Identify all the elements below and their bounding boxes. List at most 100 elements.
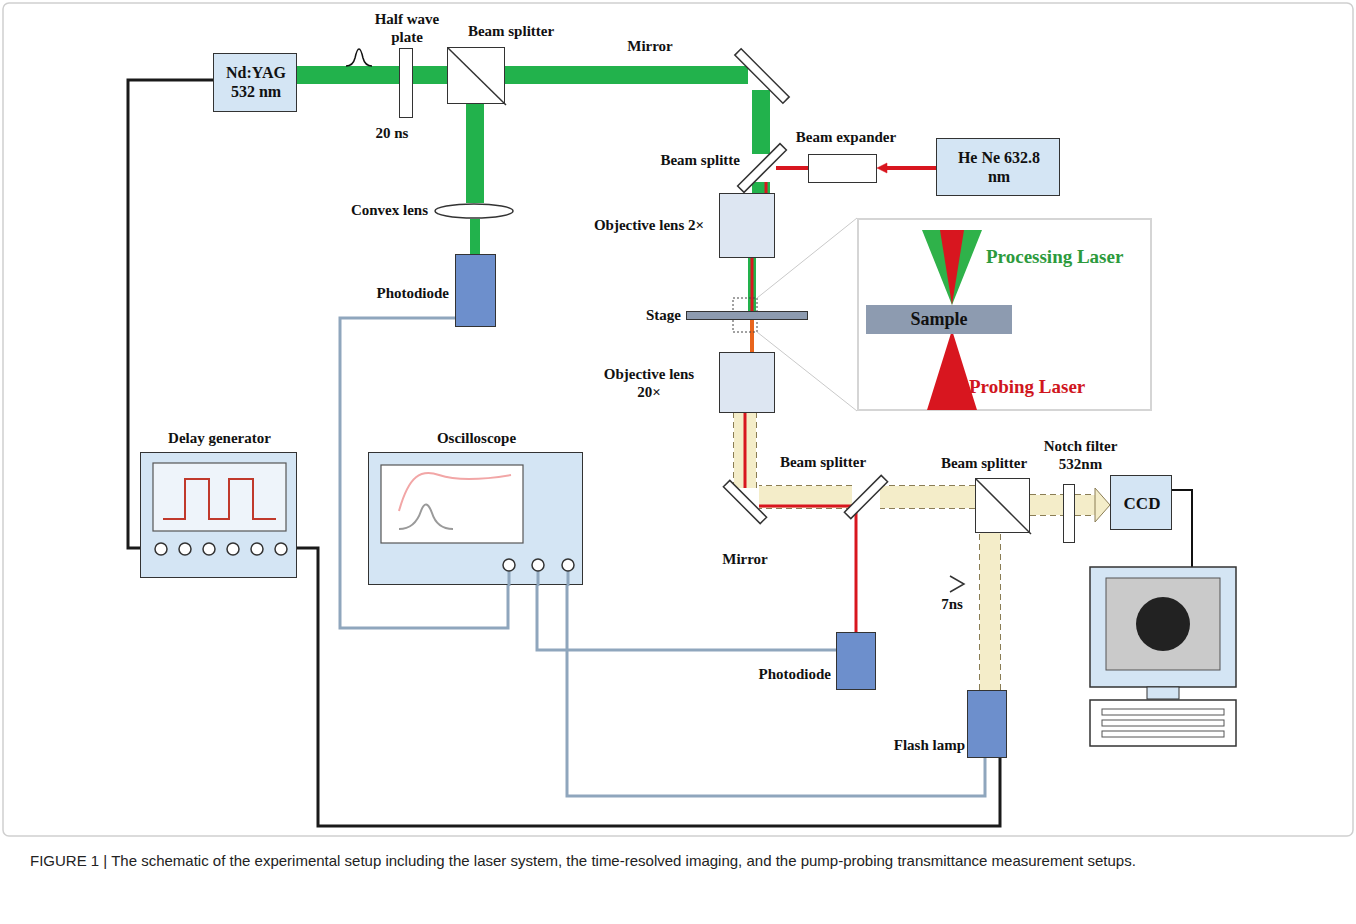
laser-beam — [413, 75, 447, 76]
beam-outline — [733, 413, 757, 488]
figure-caption: FIGURE 1 | The schematic of the experime… — [30, 850, 1326, 871]
component-label: Beam splitter — [768, 454, 878, 472]
device-port — [251, 543, 263, 555]
arrow-head — [1095, 488, 1110, 522]
optic-plate — [738, 144, 787, 193]
square-wave — [163, 479, 276, 519]
device-port — [275, 543, 287, 555]
laser-beam — [761, 90, 762, 154]
component-label: Beam expander — [776, 129, 916, 147]
component-label: Beam splitter — [929, 455, 1039, 473]
beam-path — [505, 66, 748, 84]
laser-beam — [856, 511, 857, 632]
laser-box: He Ne 632.8 nm — [936, 138, 1060, 196]
arrow-heads — [877, 163, 887, 173]
ccd-camera: CCD — [1110, 475, 1172, 530]
optic-plate — [844, 475, 887, 518]
keyboard-keys — [1102, 720, 1224, 726]
shape-outline — [748, 62, 776, 90]
port-lead — [508, 571, 511, 586]
photodiode: Photodiode — [836, 632, 876, 690]
beam-path — [297, 548, 1000, 826]
beam-path — [1075, 495, 1095, 515]
component-label: Oscilloscope — [369, 430, 584, 448]
shape-outline — [852, 483, 880, 511]
pulse-duration: 20 ns — [362, 125, 422, 143]
splitter-diagonal — [976, 479, 1031, 534]
beam-splitter-cube: Beam splitter — [447, 47, 505, 104]
camera-cable — [1172, 490, 1192, 567]
node-text: He Ne 632.8 nm — [954, 149, 1044, 186]
beam-path — [776, 166, 808, 170]
laser-beam — [745, 413, 746, 488]
shape-outline — [369, 453, 582, 584]
component-label: Flash lamp — [871, 737, 965, 755]
node-text: Nd:YAG 532 nm — [216, 64, 296, 101]
beam-path — [765, 182, 768, 193]
keyboard-keys — [1102, 709, 1224, 715]
laser-beam — [759, 506, 852, 507]
beam-splitter-cube: Beam splitter — [975, 478, 1030, 533]
pulse-duration: 7ns — [932, 596, 972, 614]
component-label: Convex lens — [320, 202, 428, 220]
keyboard — [1090, 700, 1236, 746]
beam-outline — [979, 533, 1001, 690]
beam-path — [880, 486, 975, 508]
component-label: Stage — [621, 307, 681, 325]
signal-wire — [297, 548, 1000, 826]
stage: Stage — [686, 311, 808, 320]
component-label: Probing Laser — [969, 376, 1139, 398]
device-port — [562, 559, 574, 571]
optic-plate — [735, 49, 789, 103]
laser-beam — [877, 163, 936, 173]
oscilloscope: Oscilloscope — [368, 452, 583, 585]
probing-beam-cone — [927, 330, 977, 410]
shape-outline — [141, 453, 296, 577]
pulse-symbol — [346, 49, 372, 66]
beam-outline — [1075, 494, 1095, 516]
beam-outline — [1030, 494, 1063, 516]
laser-beam — [752, 258, 753, 311]
device-port — [503, 559, 515, 571]
device-port — [155, 543, 167, 555]
device-screen — [381, 465, 523, 543]
splitter-diagonal — [448, 48, 506, 105]
light-beam — [759, 497, 852, 498]
lens-outline — [435, 204, 513, 218]
beam-path — [744, 413, 747, 488]
light-beam — [1075, 488, 1110, 522]
arrow-head — [877, 163, 887, 173]
beam-path — [537, 585, 836, 650]
beam-path — [759, 505, 852, 508]
component-label: Processing Laser — [986, 246, 1151, 268]
device-port — [179, 543, 191, 555]
arrow-heads — [1095, 488, 1110, 522]
light-beam — [745, 413, 746, 488]
beam-path — [980, 533, 1000, 690]
beam-expander: Beam expander — [808, 154, 877, 183]
notch-filter: Notch filter 532nm — [1063, 484, 1075, 543]
signal-wire — [537, 585, 836, 650]
light-beam — [990, 533, 991, 690]
laser-beam — [475, 104, 476, 203]
port-lead — [567, 571, 570, 586]
signal-wire — [567, 585, 985, 796]
beam-path — [1030, 495, 1063, 515]
component-label: Beam splitter — [441, 23, 581, 41]
wave-plate: Half wave plate — [399, 48, 413, 118]
light-beam — [880, 497, 975, 498]
figure-frame — [3, 3, 1353, 836]
node-text: CCD — [1111, 494, 1173, 514]
beam-path — [466, 104, 484, 203]
laser-beam — [505, 75, 748, 76]
beam-path — [752, 90, 770, 154]
trace-curve — [399, 504, 453, 529]
objective-lens: Objective lens 20× — [719, 352, 775, 413]
beam-path — [759, 486, 852, 508]
device-port — [203, 543, 215, 555]
laser-box: Nd:YAG 532 nm — [213, 53, 297, 112]
monitor-screen — [1106, 578, 1220, 670]
mirror: Mirror — [748, 62, 776, 90]
component-label: Mirror — [715, 551, 775, 569]
